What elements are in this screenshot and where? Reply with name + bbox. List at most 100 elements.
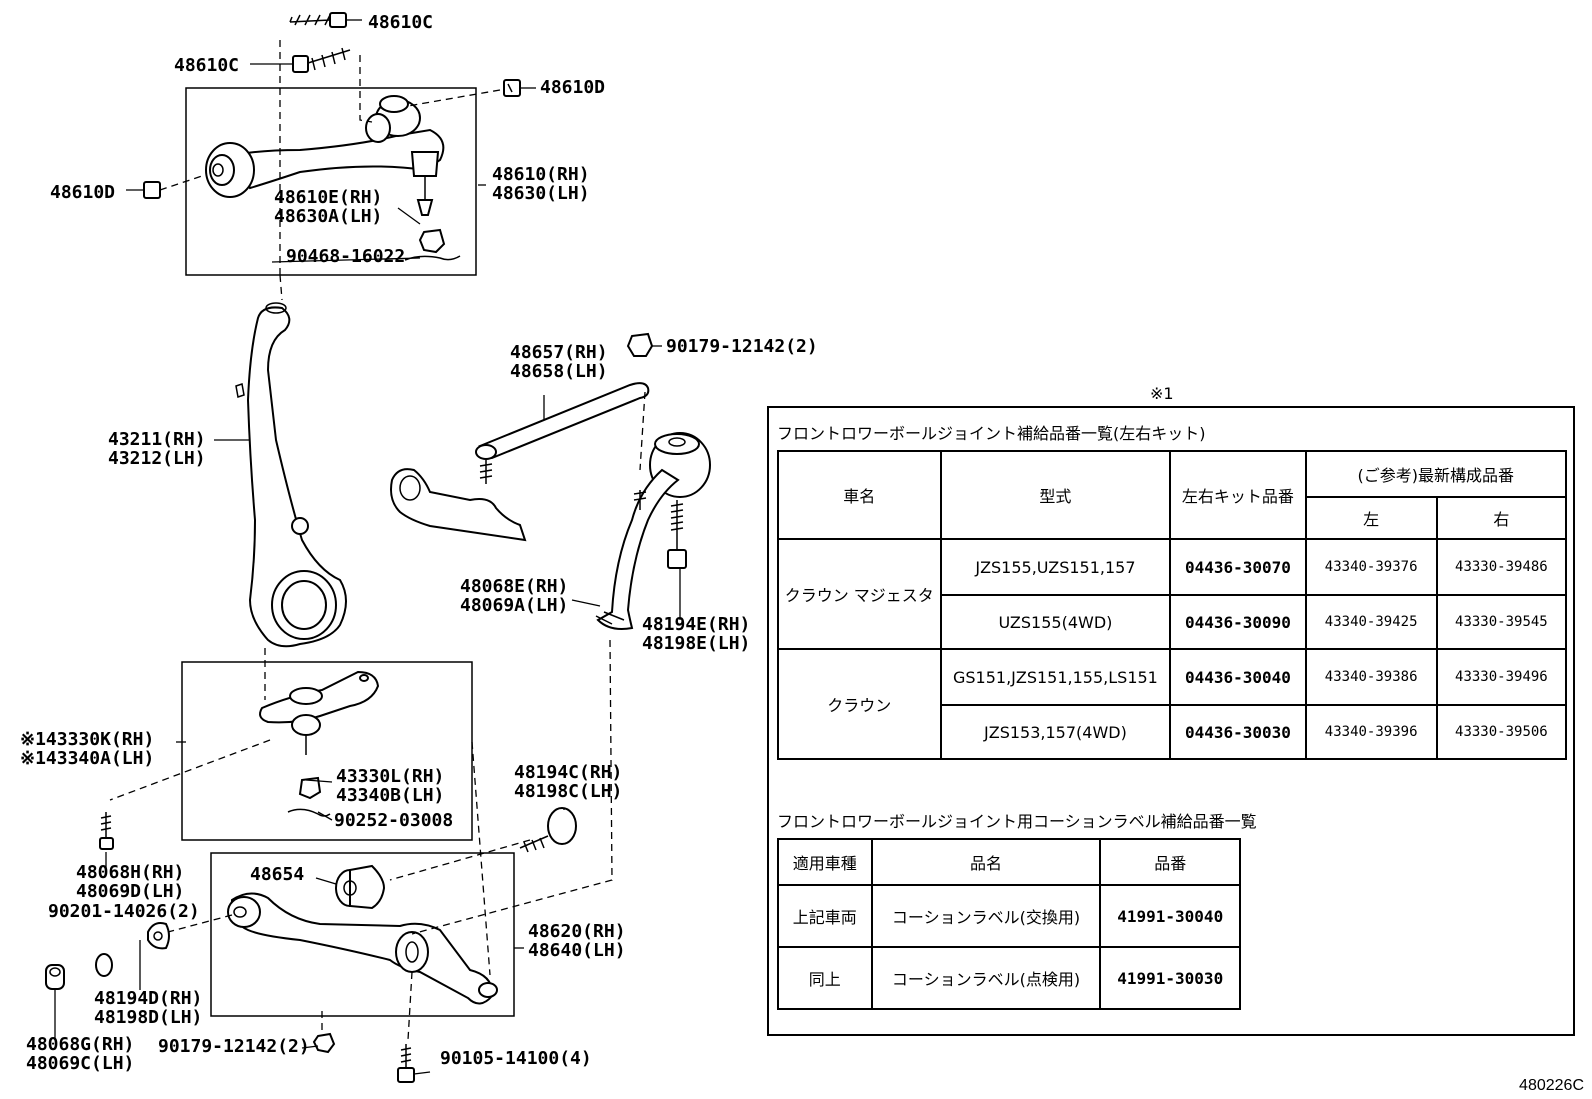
vehicle-cell: クラウン: [777, 648, 942, 760]
assembly-lines: [109, 40, 646, 1041]
lower-arm-bushing: [335, 864, 386, 910]
label-strut-rod-bolt-rh: 48194E(RH): [642, 614, 750, 635]
label-lower-arm-lh: 48640(LH): [528, 940, 626, 961]
stabilizer-bracket-partial: [390, 468, 527, 542]
table-row: クラウン マジェスタ JZS155,UZS151,157 04436-30070…: [777, 538, 1568, 650]
label-upper-ball-joint-lh: 48630A(LH): [274, 206, 382, 227]
cotter-pin-upper: [404, 255, 461, 261]
number-cell: 41991-30030: [1099, 946, 1241, 1010]
table-row: JZS153,157(4WD) 04436-30030 43340-39396 …: [778, 704, 1568, 760]
kit-table: 車名 型式 左右キット品番 (ご参考)最新構成品番 左 右 クラウン マジェスタ…: [777, 450, 1568, 760]
header-applicable: 適用車種: [777, 838, 873, 886]
parts-table-panel: フロントロワーボールジョイント補給品番一覧(左右キット) 車名 型式 左右キット…: [767, 406, 1575, 1036]
label-strut-bar-lh: 48658(LH): [510, 361, 608, 382]
label-strut-rod-lh: 48069A(LH): [460, 595, 568, 616]
upper-arm-bolt-top: [289, 12, 347, 28]
vehicle-cell: クラウン マジェスタ: [777, 538, 942, 650]
lower-left-nut: [45, 964, 65, 990]
steering-knuckle: [235, 302, 347, 648]
label-upper-bolt-front: 48610C: [174, 55, 239, 76]
lower-arm-group-box: [210, 852, 515, 1017]
header-reference: (ご参考)最新構成品番: [1304, 450, 1568, 498]
label-lower-ball-joint-rh: ※143330K(RH): [20, 729, 154, 750]
label-lower-ball-joint-lh: ※143340A(LH): [20, 748, 154, 769]
lower-ball-joint-nut: [298, 776, 322, 800]
kit-cell: 04436-30090: [1169, 594, 1307, 650]
model-cell: JZS155,UZS151,157: [939, 538, 1172, 596]
label-upper-arm-lh: 48630(LH): [492, 183, 590, 204]
lower-arm-bolt: [397, 1044, 415, 1083]
label-lower-ball-nut-lh: 43340B(LH): [336, 785, 444, 806]
catalog-code: 480226C: [1519, 1077, 1584, 1094]
header-kit: 左右キット品番: [1169, 450, 1307, 540]
label-cam-bolt-rh: 48194C(RH): [514, 762, 622, 783]
name-cell: コーションラベル(交換用): [870, 884, 1102, 948]
label-cotter-pin-upper: 90468-16022: [286, 246, 405, 267]
table-row: クラウン GS151,JZS151,155,LS151 04436-30040 …: [777, 648, 1568, 760]
label-lower-ball-nut-rh: 43330L(RH): [336, 766, 444, 787]
part-labels: 48610C 48610C 48610D 48610D 48610(RH) 48…: [20, 12, 818, 1074]
lower-ball-joint: [259, 670, 380, 755]
table-note-mark: ※1: [1150, 384, 1174, 403]
left-cell: 43340-39386: [1304, 648, 1438, 706]
label-cotter-pin-lower: 90252-03008: [334, 810, 453, 831]
label-strut-rod-bolt-lh: 48198E(LH): [642, 633, 750, 654]
model-cell: UZS155(4WD): [939, 594, 1172, 650]
header-number: 品番: [1099, 838, 1241, 886]
strut-rod-bolt: [667, 500, 687, 569]
strut-rod: [595, 432, 711, 630]
label-upper-ball-joint-rh: 48610E(RH): [274, 187, 382, 208]
strut-bar-nut: [626, 332, 654, 357]
upper-ball-joint-nut: [418, 228, 446, 254]
label-cam-bolt-lh: 48198C(LH): [514, 781, 622, 802]
ball-joint-group-box: [181, 661, 473, 841]
left-cell: 43340-39376: [1304, 538, 1438, 596]
label-knuckle-rh: 43211(RH): [108, 429, 206, 450]
lower-arm-cam-bolt: [519, 807, 577, 853]
label-lower-arm-bushing: 48654: [250, 864, 304, 885]
label-upper-nut-right: 48610D: [540, 77, 605, 98]
label-upper-bolt-top: 48610C: [368, 12, 433, 33]
kit-cell: 04436-30030: [1169, 704, 1307, 760]
cotter-pin-lower: [287, 808, 331, 817]
model-cell: JZS153,157(4WD): [939, 704, 1172, 760]
label-strut-rod-rh: 48068E(RH): [460, 576, 568, 597]
right-cell: 43330-39545: [1435, 594, 1568, 650]
label-upper-arm-rh: 48610(RH): [492, 164, 590, 185]
kit-cell: 04436-30070: [1169, 538, 1307, 596]
header-right: 右: [1435, 496, 1568, 540]
label-left-nut-rh: 48068G(RH): [26, 1034, 134, 1055]
left-cell: 43340-39396: [1304, 704, 1438, 760]
label-left-bolt-rh: 48068H(RH): [76, 862, 184, 883]
model-cell: GS151,JZS151,155,LS151: [939, 648, 1172, 706]
label-table-title: フロントロワーボールジョイント用コーションラベル補給品番一覧: [777, 812, 1257, 831]
strut-bar: [475, 382, 650, 484]
label-lower-arm-washer-lh: 48198D(LH): [94, 1007, 202, 1028]
label-upper-nut-left: 48610D: [50, 182, 115, 203]
label-lower-arm-rh: 48620(RH): [528, 921, 626, 942]
caution-label-table: 適用車種 品名 品番 上記車両 コーションラベル(交換用) 41991-3004…: [777, 838, 1241, 1010]
lower-left-bolt: [99, 812, 114, 850]
label-left-washer: 90201-14026(2): [48, 901, 200, 922]
label-left-nut-lh: 48069C(LH): [26, 1053, 134, 1074]
name-cell: コーションラベル(点検用): [870, 946, 1102, 1010]
table-row: 同上 コーションラベル(点検用) 41991-30030: [777, 946, 1241, 1010]
number-cell: 41991-30040: [1099, 884, 1241, 948]
header-vehicle: 車名: [777, 450, 942, 540]
label-knuckle-lh: 43212(LH): [108, 448, 206, 469]
label-left-bolt-lh: 48069D(LH): [76, 881, 184, 902]
upper-arm-nut-left: [143, 181, 161, 199]
right-cell: 43330-39496: [1435, 648, 1568, 706]
upper-control-arm: [205, 95, 445, 216]
header-name: 品名: [870, 838, 1102, 886]
applicable-cell: 上記車両: [777, 884, 873, 948]
lower-arm-washer: [147, 922, 170, 950]
upper-arm-bolt-front: [292, 47, 351, 73]
label-strut-bar-rh: 48657(RH): [510, 342, 608, 363]
table-row: 上記車両 コーションラベル(交換用) 41991-30040: [777, 884, 1241, 948]
header-left: 左: [1304, 496, 1438, 540]
leader-lines: [54, 19, 681, 1075]
label-lower-arm-nut: 90179-12142(2): [158, 1036, 310, 1057]
table-row: UZS155(4WD) 04436-30090 43340-39425 4333…: [778, 594, 1568, 650]
label-strut-bar-nut: 90179-12142(2): [666, 336, 818, 357]
